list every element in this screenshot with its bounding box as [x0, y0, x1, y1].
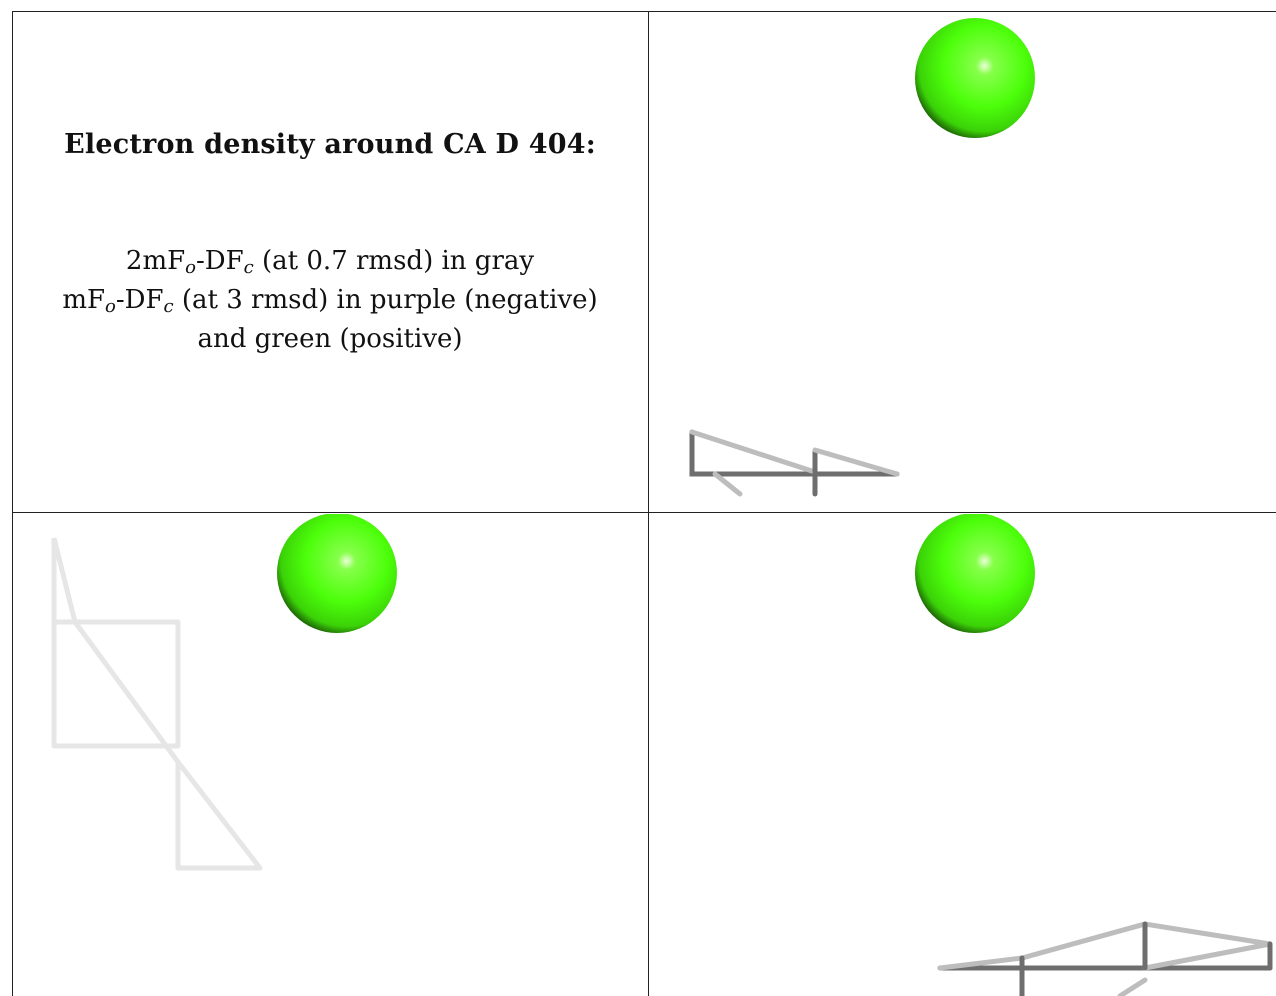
legend-line-2mfo-dfc: 2mFo-DFc (at 0.7 rmsd) in gray: [12, 242, 648, 281]
page-title: Electron density around CA D 404:: [64, 129, 596, 160]
legend-line1-suffix: (at 0.7 rmsd) in gray: [253, 246, 535, 276]
legend-line2-sub-o: o: [105, 296, 116, 317]
legend-line1-prefix: 2mF: [125, 246, 186, 276]
molecular-view-3: [915, 514, 1273, 996]
legend-line-mfo-dfc: mFo-DFc (at 3 rmsd) in purple (negative): [12, 281, 648, 320]
grid-line-left: [12, 11, 13, 996]
grid-line-middle-horizontal: [12, 512, 1276, 513]
grid-line-top: [12, 11, 1276, 12]
density-mesh-icon: [937, 921, 1273, 996]
calcium-atom-sphere-icon: [915, 18, 1035, 138]
legend-line2-suffix: (at 3 rmsd) in purple (negative): [173, 285, 598, 315]
grid-line-middle-vertical: [648, 11, 649, 996]
legend-panel: Electron density around CA D 404: 2mFo-D…: [12, 12, 648, 512]
view-panel-bottom-left: [12, 514, 648, 996]
legend-line1-sub-c: c: [243, 257, 254, 278]
legend-line1-mid: -DF: [196, 246, 244, 276]
map-legend: 2mFo-DFc (at 0.7 rmsd) in gray mFo-DFc (…: [12, 242, 648, 359]
calcium-atom-sphere-icon: [915, 514, 1035, 633]
legend-line2-sub-c: c: [163, 296, 174, 317]
density-mesh-faded-icon: [51, 537, 263, 871]
calcium-atom-sphere-icon: [277, 514, 397, 633]
molecular-view-2: [51, 514, 397, 871]
legend-line-colors: and green (positive): [197, 324, 463, 354]
legend-line1-sub-o: o: [185, 257, 196, 278]
view-panel-top-right: [650, 12, 1276, 512]
legend-line2-mid: -DF: [115, 285, 164, 315]
molecular-view-1: [689, 18, 1035, 497]
view-panel-bottom-right: [650, 514, 1276, 996]
density-mesh-icon: [689, 429, 900, 497]
legend-line2-prefix: mF: [62, 285, 106, 315]
